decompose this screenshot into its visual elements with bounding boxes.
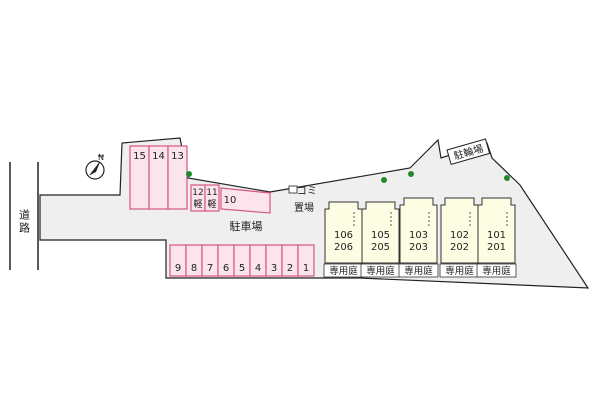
svg-text:N: N xyxy=(98,153,104,162)
private-garden: 専用庭 xyxy=(360,263,401,278)
unit-number-upper: 102 xyxy=(450,230,469,241)
private-garden-label: 専用庭 xyxy=(404,265,433,277)
parking-stall: 15 xyxy=(129,145,150,210)
tree-icon xyxy=(186,171,192,177)
parking-stall-number: 12 xyxy=(192,188,203,198)
parking-stall: 3 xyxy=(265,244,283,277)
unit-number-lower: 205 xyxy=(371,242,390,253)
unit-number-lower: 202 xyxy=(450,242,469,253)
private-garden: 専用庭 xyxy=(439,263,480,278)
parking-stall-type: 軽 xyxy=(207,199,216,210)
parking-stall-number: 8 xyxy=(191,263,197,274)
tree-icon xyxy=(381,177,387,183)
unit-number-lower: 203 xyxy=(409,242,428,253)
private-garden: 専用庭 xyxy=(398,263,439,278)
parking-single-group: 10 xyxy=(220,187,271,214)
parking-stall: 7 xyxy=(201,244,219,277)
private-garden-label: 専用庭 xyxy=(366,265,395,277)
parking-stall: 4 xyxy=(249,244,267,277)
parking-stall-kei: 12軽 xyxy=(190,184,206,212)
parking-stall: 2 xyxy=(281,244,299,277)
parking-stall: 6 xyxy=(217,244,235,277)
unit-number-upper: 106 xyxy=(334,230,353,241)
private-garden: 専用庭 xyxy=(476,263,517,278)
parking-stall-number: 1 xyxy=(303,263,309,274)
parking-stall: 13 xyxy=(167,145,188,210)
private-garden-label: 専用庭 xyxy=(445,265,474,277)
unit-number-lower: 201 xyxy=(487,242,506,253)
parking-stall-number: 6 xyxy=(223,263,229,274)
parking-stall-number: 5 xyxy=(239,263,245,274)
parking-stall-number: 4 xyxy=(255,263,261,274)
unit-number-upper: 101 xyxy=(487,230,506,241)
parking-stall-number: 10 xyxy=(224,195,237,206)
private-garden: 専用庭 xyxy=(323,263,364,278)
unit-number-lower: 206 xyxy=(334,242,353,253)
parking-stall: 5 xyxy=(233,244,251,277)
parking-stall: 14 xyxy=(148,145,169,210)
road-label: 道路 xyxy=(18,208,31,235)
private-garden-label: 専用庭 xyxy=(482,265,511,277)
trees-group xyxy=(186,171,510,183)
parking-stall-kei: 11軽 xyxy=(204,184,220,212)
unit-number-upper: 105 xyxy=(371,230,390,241)
tree-icon xyxy=(504,175,510,181)
parking-stall-number: 9 xyxy=(175,263,181,274)
garbage-bin-icon xyxy=(288,185,298,194)
parking-top-row: 15 14 13 xyxy=(129,145,188,210)
garbage-label: ゴミ xyxy=(297,184,317,197)
parking-stall: 9 xyxy=(169,244,187,277)
parking-stall-number: 11 xyxy=(206,188,217,198)
units-group: 106206専用庭105205専用庭103203専用庭102202専用庭1012… xyxy=(323,197,517,278)
parking-stall-number: 3 xyxy=(271,263,277,274)
north-arrow-icon: N xyxy=(85,153,105,180)
parking-stall: 8 xyxy=(185,244,203,277)
parking-stall: 10 xyxy=(220,187,271,214)
private-garden-label: 専用庭 xyxy=(329,265,358,277)
parking-stall-type: 軽 xyxy=(193,199,202,210)
bicycle-parking: 駐輪場 xyxy=(446,138,491,166)
garbage-place-label: 置場 xyxy=(294,201,314,214)
parking-stall: 1 xyxy=(297,244,315,277)
parking-stall-number: 14 xyxy=(152,151,165,162)
unit-number-upper: 103 xyxy=(409,230,428,241)
parking-stall-number: 2 xyxy=(287,263,293,274)
parking-stall-number: 15 xyxy=(133,151,146,162)
parking-lot-label: 駐車場 xyxy=(230,219,263,233)
parking-stall-number: 7 xyxy=(207,263,213,274)
tree-icon xyxy=(408,171,414,177)
parking-stall-number: 13 xyxy=(171,151,184,162)
